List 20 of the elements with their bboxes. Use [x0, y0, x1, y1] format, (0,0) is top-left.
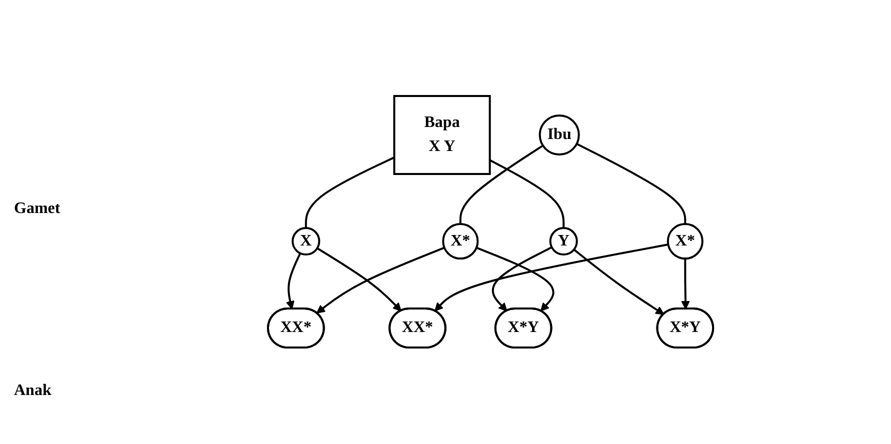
node-circle: X*	[442, 223, 479, 260]
connector	[576, 143, 686, 224]
connector	[459, 144, 544, 224]
arrow	[476, 246, 554, 312]
node-circle: X	[292, 227, 320, 256]
node-box: Bapa X Y	[393, 95, 491, 176]
node-circle: Y	[549, 227, 578, 256]
row-label: Gamet	[14, 200, 60, 218]
node-circle: Ibu	[538, 114, 580, 156]
connector	[489, 159, 565, 228]
arrow	[316, 248, 402, 312]
arrow	[286, 253, 302, 310]
connector	[304, 156, 395, 228]
row-label: Anak	[14, 382, 52, 400]
arrow	[492, 246, 552, 312]
node-circle: X*	[666, 223, 704, 260]
arrow	[434, 244, 668, 312]
arrow	[316, 246, 445, 314]
arrow	[681, 258, 690, 310]
arrow	[573, 249, 664, 316]
